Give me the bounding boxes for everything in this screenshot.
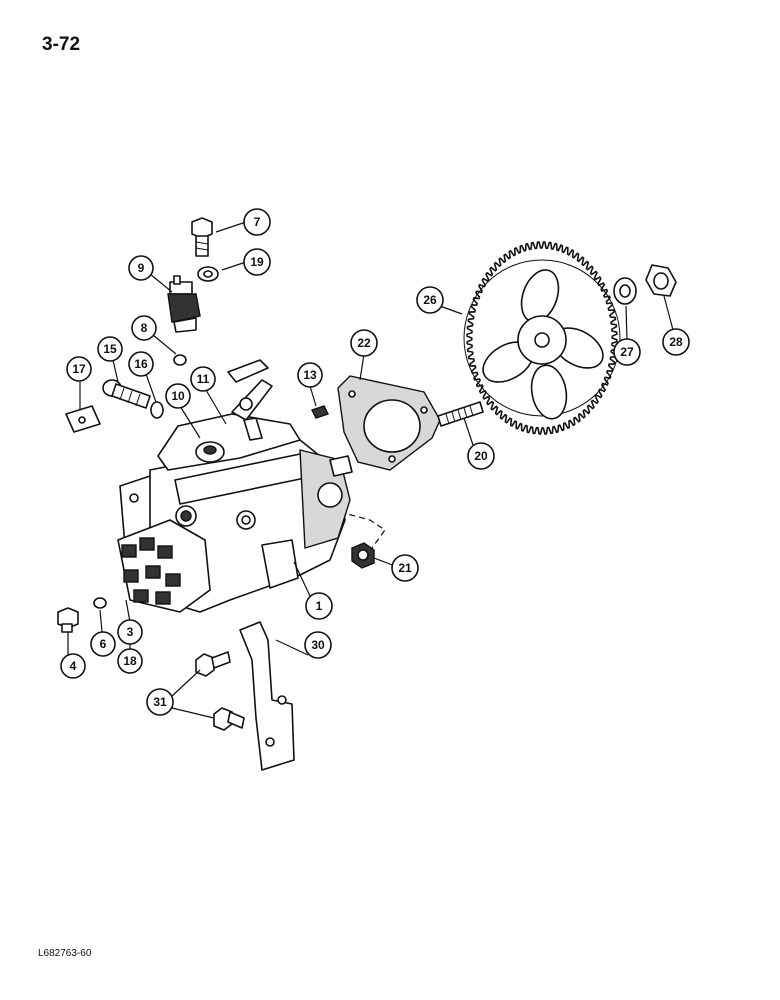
callout-16: 16 [128, 351, 154, 377]
callout-9: 9 [128, 255, 154, 281]
svg-text:19: 19 [250, 255, 264, 269]
lock-washer [613, 277, 637, 305]
callout-8: 8 [131, 315, 157, 341]
drain-plug [57, 607, 79, 633]
svg-text:20: 20 [474, 449, 488, 463]
svg-text:10: 10 [171, 389, 185, 403]
svg-text:8: 8 [141, 321, 148, 335]
svg-text:28: 28 [669, 335, 683, 349]
callout-13: 13 [297, 362, 323, 388]
pump-gasket [337, 375, 441, 471]
callout-26: 26 [416, 286, 444, 314]
svg-text:6: 6 [100, 637, 107, 651]
injection-pump [117, 359, 353, 613]
callout-20: 20 [467, 442, 495, 470]
callout-11: 11 [190, 366, 216, 392]
svg-text:16: 16 [134, 357, 148, 371]
svg-text:7: 7 [254, 215, 261, 229]
pump-nut [351, 542, 375, 569]
pump-bracket [239, 621, 295, 771]
callout-1: 1 [305, 592, 333, 620]
bracket-bolt-lower [213, 707, 245, 731]
plug-washer [93, 597, 107, 609]
callout-15: 15 [97, 336, 123, 362]
outlet-fittings [121, 537, 181, 605]
page-number: 3-72 [42, 34, 81, 55]
bolt-top [191, 217, 213, 257]
o-ring [173, 354, 187, 366]
callout-18: 18 [117, 648, 143, 674]
callout-3: 3 [117, 619, 143, 645]
svg-text:30: 30 [311, 638, 325, 652]
callout-7: 7 [243, 208, 271, 236]
svg-text:13: 13 [303, 368, 317, 382]
callout-31: 31 [146, 688, 174, 716]
callout-28: 28 [662, 328, 690, 356]
svg-text:21: 21 [398, 561, 412, 575]
svg-text:22: 22 [357, 336, 371, 350]
svg-text:18: 18 [123, 654, 137, 668]
callout-30: 30 [304, 631, 332, 659]
stud [437, 401, 484, 427]
callout-4: 4 [60, 653, 86, 679]
callout-19: 19 [243, 248, 271, 276]
svg-text:1: 1 [316, 599, 323, 613]
svg-text:4: 4 [70, 659, 77, 673]
svg-text:3: 3 [127, 625, 134, 639]
svg-text:15: 15 [103, 342, 117, 356]
figure-code: L682763-60 [38, 948, 92, 959]
timing-gear [463, 241, 621, 435]
callout-27: 27 [613, 338, 641, 366]
svg-text:11: 11 [197, 372, 210, 386]
svg-text:17: 17 [72, 362, 86, 376]
callout-6: 6 [90, 631, 116, 657]
svg-text:9: 9 [138, 261, 145, 275]
woodruff-key [311, 405, 329, 419]
banjo-washer [150, 401, 164, 419]
gear-nut [645, 264, 677, 297]
svg-text:26: 26 [423, 293, 437, 307]
sealing-washer [197, 266, 219, 282]
svg-text:31: 31 [153, 695, 167, 709]
callout-21: 21 [391, 554, 419, 582]
callout-22: 22 [350, 329, 378, 357]
callout-17: 17 [66, 356, 92, 382]
callout-10: 10 [165, 383, 191, 409]
bracket-bolt-upper [195, 651, 231, 677]
leader-lines [67, 221, 674, 719]
svg-text:27: 27 [620, 345, 634, 359]
banjo-bolt [102, 379, 151, 409]
fuel-shutoff-solenoid [167, 275, 201, 333]
